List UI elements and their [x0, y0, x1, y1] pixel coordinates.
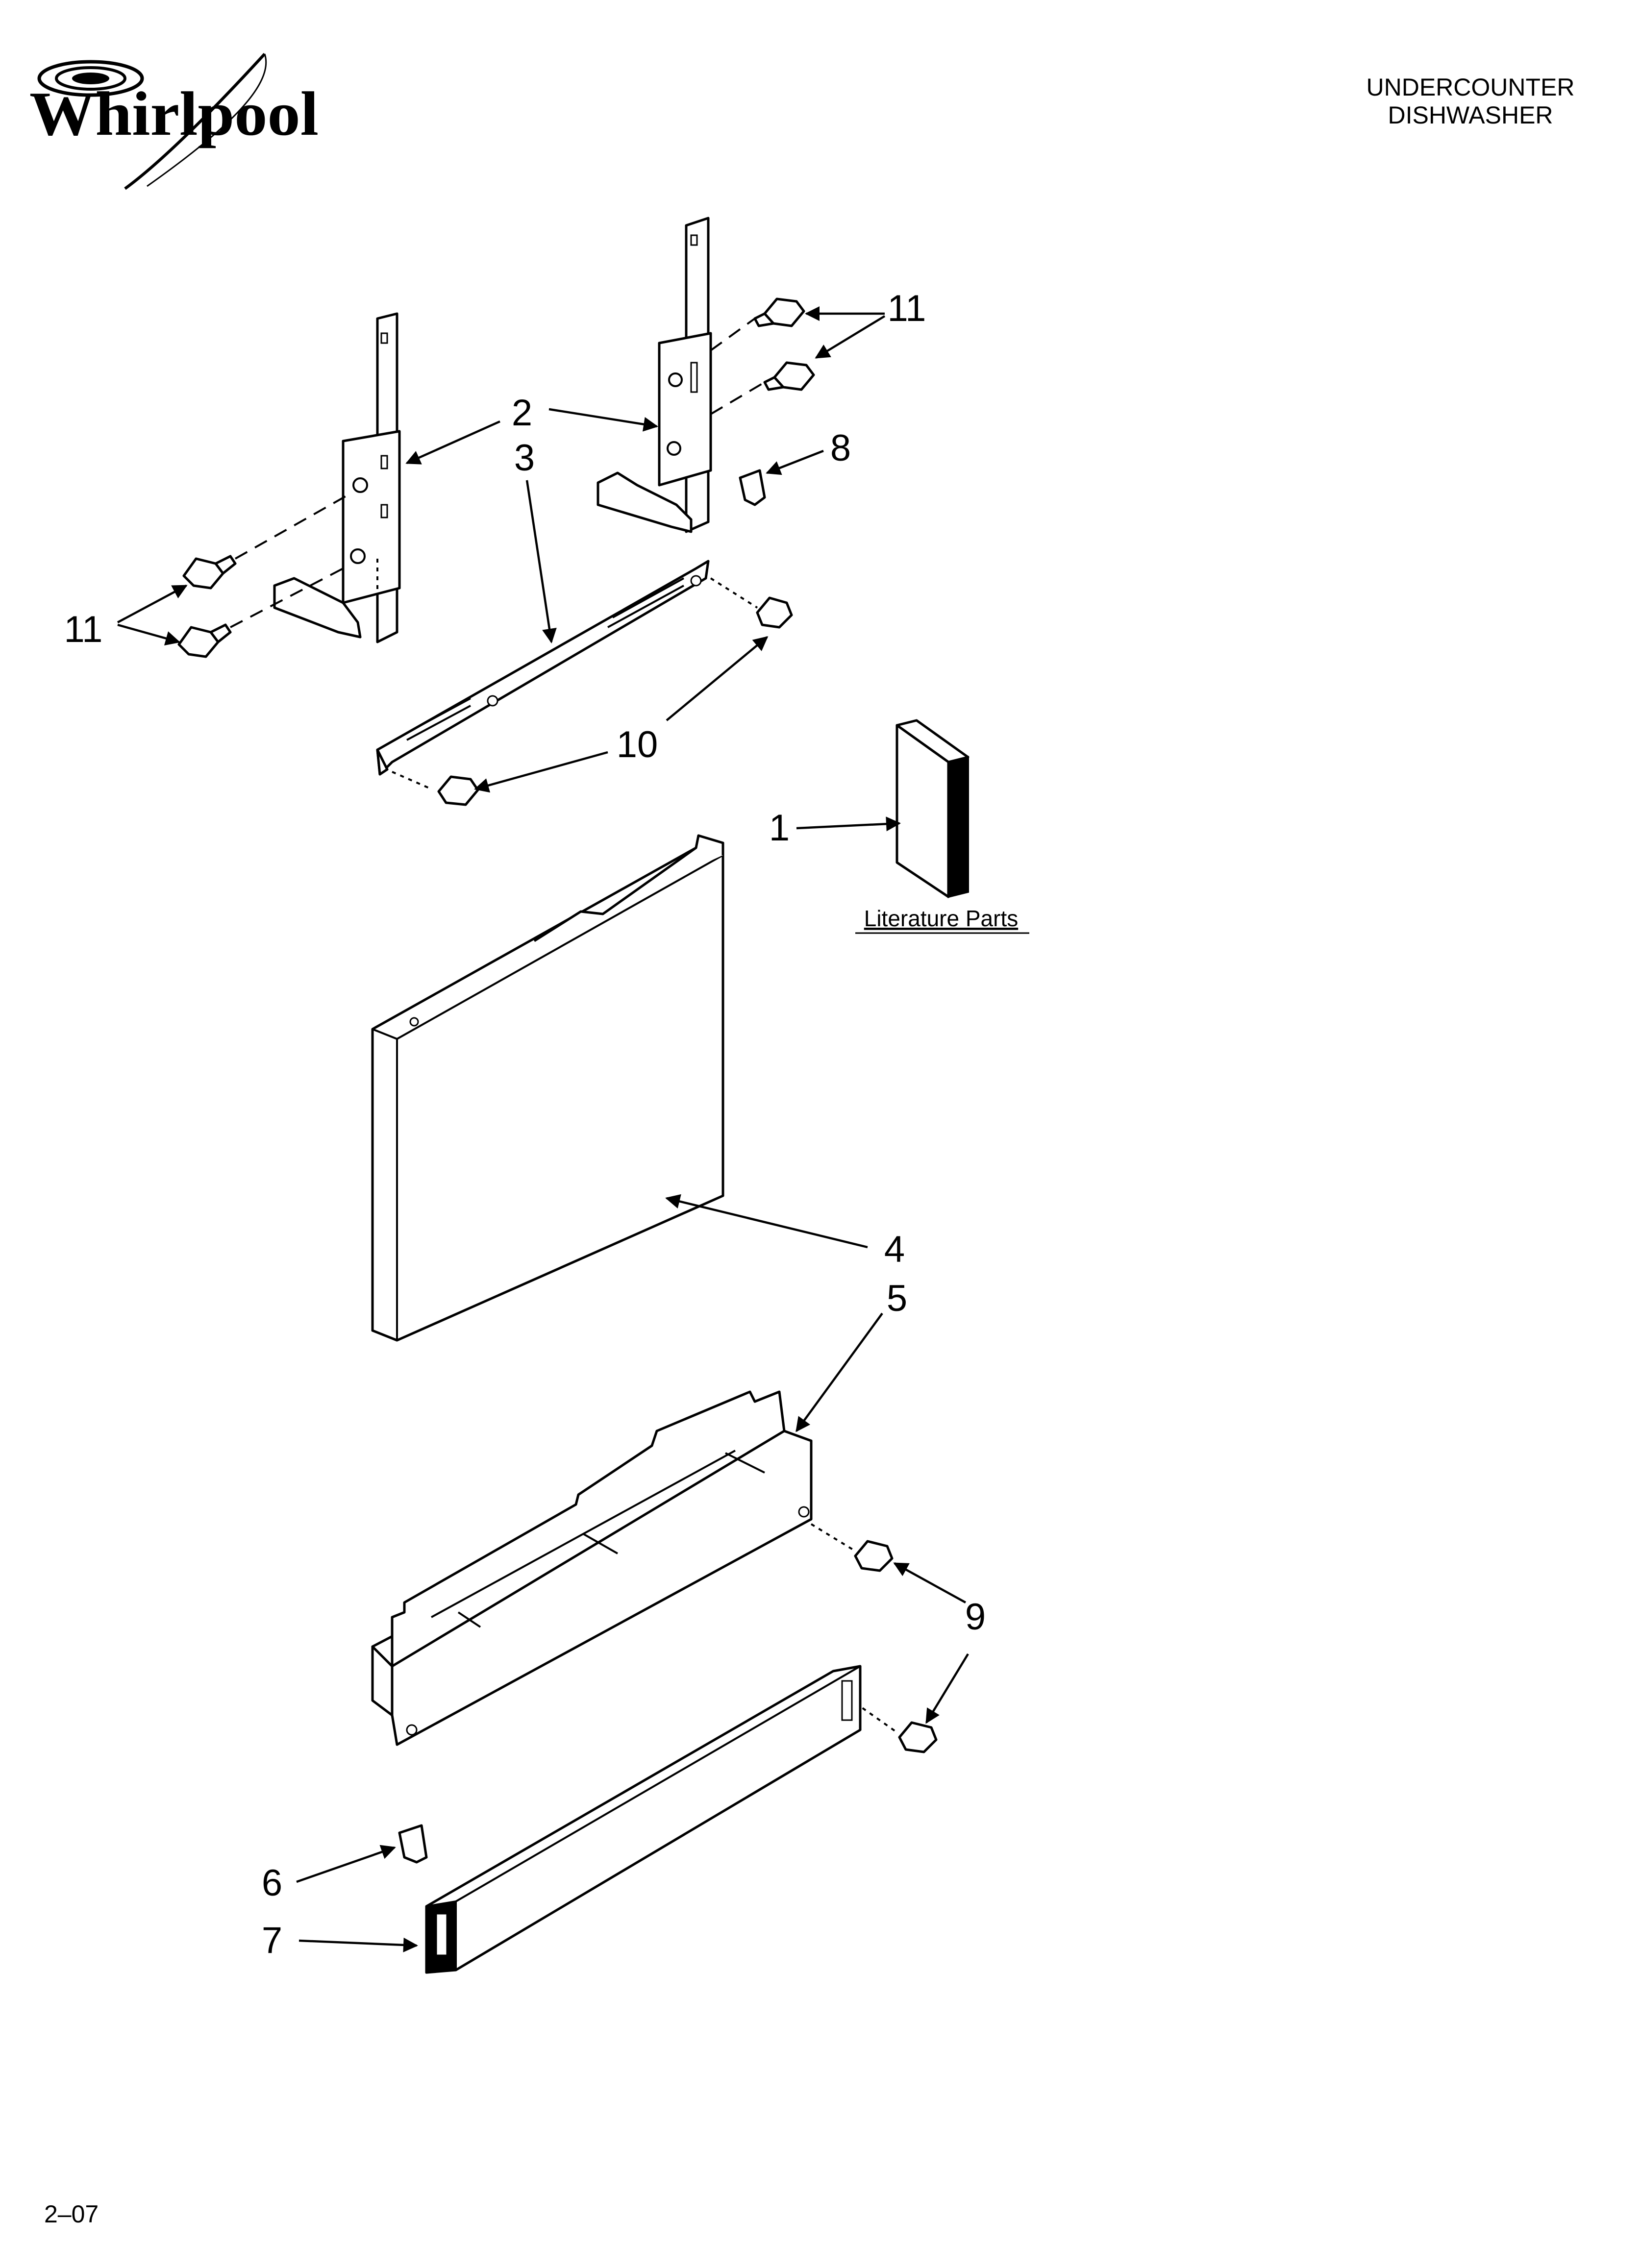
callout-1: 1 — [769, 807, 790, 849]
toe-panel — [425, 1665, 862, 1974]
right-hinge-bracket — [597, 217, 712, 533]
kick-plate — [371, 1390, 813, 1746]
brand-logo: Whirlpool — [29, 52, 319, 190]
clip-part-6 — [398, 1824, 428, 1864]
callout-5: 5 — [887, 1278, 907, 1319]
product-title-line1: UNDERCOUNTER — [1367, 74, 1575, 101]
leader-lines — [117, 306, 969, 1952]
callout-10: 10 — [617, 724, 658, 765]
screw-10-right — [756, 596, 793, 629]
callout-6: 6 — [262, 1862, 282, 1904]
screw-11-right-lower — [763, 361, 815, 391]
brand-wordmark: Whirlpool — [29, 79, 319, 148]
screw-11-left-lower — [177, 623, 232, 658]
product-title-line2: DISHWASHER — [1388, 101, 1553, 129]
callout-3: 3 — [514, 437, 535, 479]
literature-parts-book — [895, 719, 970, 898]
callout-7: 7 — [262, 1920, 282, 1961]
callout-8: 8 — [830, 427, 851, 469]
literature-parts-label: Literature Parts — [864, 906, 1018, 931]
callout-11-right: 11 — [888, 288, 926, 329]
callout-4: 4 — [884, 1229, 905, 1270]
callout-11-left: 11 — [64, 609, 103, 650]
screw-9-upper — [854, 1540, 894, 1572]
swirl-emblem-icon — [37, 52, 267, 190]
door-panel — [371, 834, 724, 1342]
callout-9: 9 — [965, 1596, 986, 1638]
left-hinge-bracket — [273, 312, 401, 643]
callout-2: 2 — [512, 392, 532, 434]
screw-11-left-upper — [182, 555, 237, 590]
revision-code: 2–07 — [44, 2200, 99, 2228]
screw-11-right-upper — [753, 297, 805, 327]
door-mounting-bracket — [376, 560, 710, 776]
screw-10-left — [437, 775, 479, 806]
screw-9-lower — [898, 1721, 938, 1753]
clip-part-8 — [739, 469, 766, 506]
